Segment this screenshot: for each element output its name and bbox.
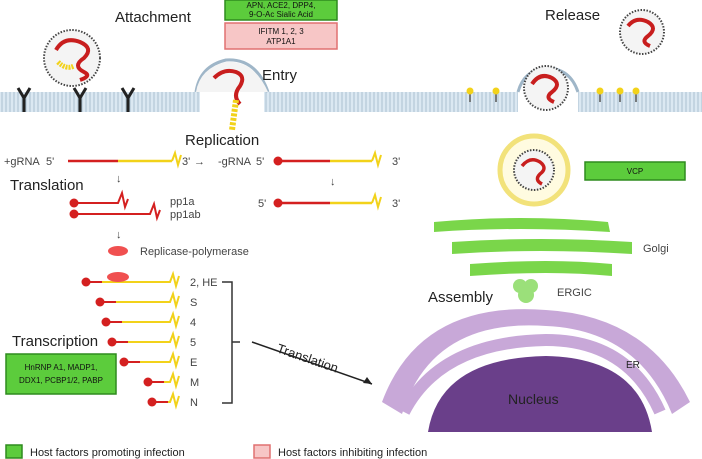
inhibitor-factors-line1: IFITM 1, 2, 3: [258, 27, 304, 36]
sgrna-cap: [101, 317, 111, 327]
ergic: ERGIC: [513, 279, 592, 303]
receptor-factors-line1: APN, ACE2, DPP4,: [247, 1, 316, 10]
stage-release: Release: [545, 7, 600, 24]
virion-released: [619, 9, 665, 55]
vcp-box: VCP: [584, 161, 686, 181]
sgrna-cap: [147, 397, 157, 407]
sgrna-cap: [107, 337, 117, 347]
new-grna-3prime: 3': [392, 198, 400, 210]
legend-promoting-label: Host factors promoting infection: [30, 447, 185, 459]
transcription-factors-box: HnRNP A1, MADP1, DDX1, PCBP1/2, PABP: [5, 353, 117, 395]
sgrna-4: 5: [107, 330, 196, 350]
receptor-factors-line2: 9-O-Ac Sialic Acid: [249, 10, 313, 19]
stage-assembly: Assembly: [428, 289, 494, 306]
virion-in-vesicle: [497, 133, 571, 207]
sgrna-label: N: [190, 397, 198, 409]
sgrna-cap: [119, 357, 129, 367]
sgrna-body: [128, 330, 180, 350]
sgrna-label: M: [190, 377, 199, 389]
plus-grna-5prime: 5': [46, 156, 54, 168]
cell-membrane: [0, 58, 702, 112]
nucleus-label: Nucleus: [508, 391, 559, 407]
legend-inhibiting-swatch: [253, 444, 271, 459]
virion-releasing: [523, 65, 569, 111]
replication-arrow: →: [194, 156, 205, 168]
sgrna-5: E: [119, 350, 197, 370]
receptor-factors-box: APN, ACE2, DPP4, 9-O-Ac Sialic Acid: [224, 0, 338, 21]
sgrna-label: 2, HE: [190, 277, 218, 289]
golgi: Golgi: [434, 218, 669, 276]
down-arrow-translation: ↓: [116, 173, 122, 185]
sgrna-label: E: [190, 357, 197, 369]
sgrna-body: [122, 310, 180, 330]
sgrna-7: N: [147, 390, 198, 410]
new-grna-5prime: 5': [258, 198, 266, 210]
replicase-label: Replicase-polymerase: [140, 246, 249, 258]
sgrna-body: [102, 270, 180, 290]
receptors: [16, 87, 136, 112]
virion-entry: [196, 61, 268, 131]
pp1ab-label: pp1ab: [170, 209, 201, 221]
sgrna-cap: [143, 377, 153, 387]
sgrna-bracket: [222, 281, 240, 404]
inhibitor-factors-line2: ATP1A1: [266, 37, 296, 46]
polyproteins: pp1a pp1ab: [69, 189, 201, 222]
sgrna-body: [116, 290, 180, 310]
transcription-factors-line1: HnRNP A1, MADP1,: [25, 363, 98, 372]
minus-grna-label: -gRNA: [218, 156, 252, 168]
sgrna-body: [168, 390, 180, 410]
vcp-label: VCP: [627, 167, 643, 176]
membrane-pins: [466, 87, 640, 102]
ergic-label: ERGIC: [557, 287, 592, 299]
replicase-polymerase: Replicase-polymerase: [108, 246, 249, 258]
replicase-on-rna: [107, 272, 129, 282]
sgrna-label: 5: [190, 337, 196, 349]
stage-replication: Replication: [185, 132, 259, 149]
down-arrow-replication: ↓: [330, 176, 336, 188]
minus-grna-3prime: 3': [392, 156, 400, 168]
translation-to-er-arrow: Translation: [251, 341, 373, 385]
plus-grna-3prime: 3': [182, 156, 190, 168]
legend: Host factors promoting infection Host fa…: [5, 444, 427, 459]
er-label: ER: [626, 360, 640, 371]
sgrna-cap: [81, 277, 91, 287]
sgrna-label: S: [190, 297, 197, 309]
stage-entry: Entry: [262, 67, 298, 84]
sgrna-label: 4: [190, 317, 196, 329]
plus-grna-strand: +gRNA 5' 3': [4, 149, 190, 169]
legend-inhibiting-label: Host factors inhibiting infection: [278, 447, 427, 459]
plus-grna-label: +gRNA: [4, 156, 40, 168]
stage-attachment: Attachment: [115, 9, 192, 26]
minus-grna-5prime: 5': [256, 156, 264, 168]
stage-translation: Translation: [10, 177, 84, 194]
inhibitor-factors-box: IFITM 1, 2, 3 ATP1A1: [224, 22, 338, 50]
legend-promoting-swatch: [5, 444, 23, 459]
new-grna-strand: 5' 3': [258, 191, 400, 211]
down-arrow-replicase: ↓: [116, 229, 122, 241]
sgrna-body: [140, 350, 180, 370]
sgrna-6: M: [143, 370, 199, 390]
sgrna-cap: [95, 297, 105, 307]
stage-transcription: Transcription: [12, 333, 98, 350]
translation-arrow-label: Translation: [275, 341, 340, 376]
pp1a-label: pp1a: [170, 196, 195, 208]
transcription-factors-line2: DDX1, PCBP1/2, PABP: [19, 376, 103, 385]
endoplasmic-reticulum: ER: [382, 309, 690, 415]
virion-attaching: [43, 29, 101, 87]
sgrna-body: [164, 370, 180, 390]
nucleus: Nucleus: [428, 356, 652, 432]
sgrna-2: S: [95, 290, 197, 310]
sgrna-1: 2, HE: [81, 270, 218, 290]
minus-grna-strand: -gRNA 5' 3': [218, 149, 400, 169]
golgi-label: Golgi: [643, 243, 669, 255]
sgrna-3: 4: [101, 310, 196, 330]
